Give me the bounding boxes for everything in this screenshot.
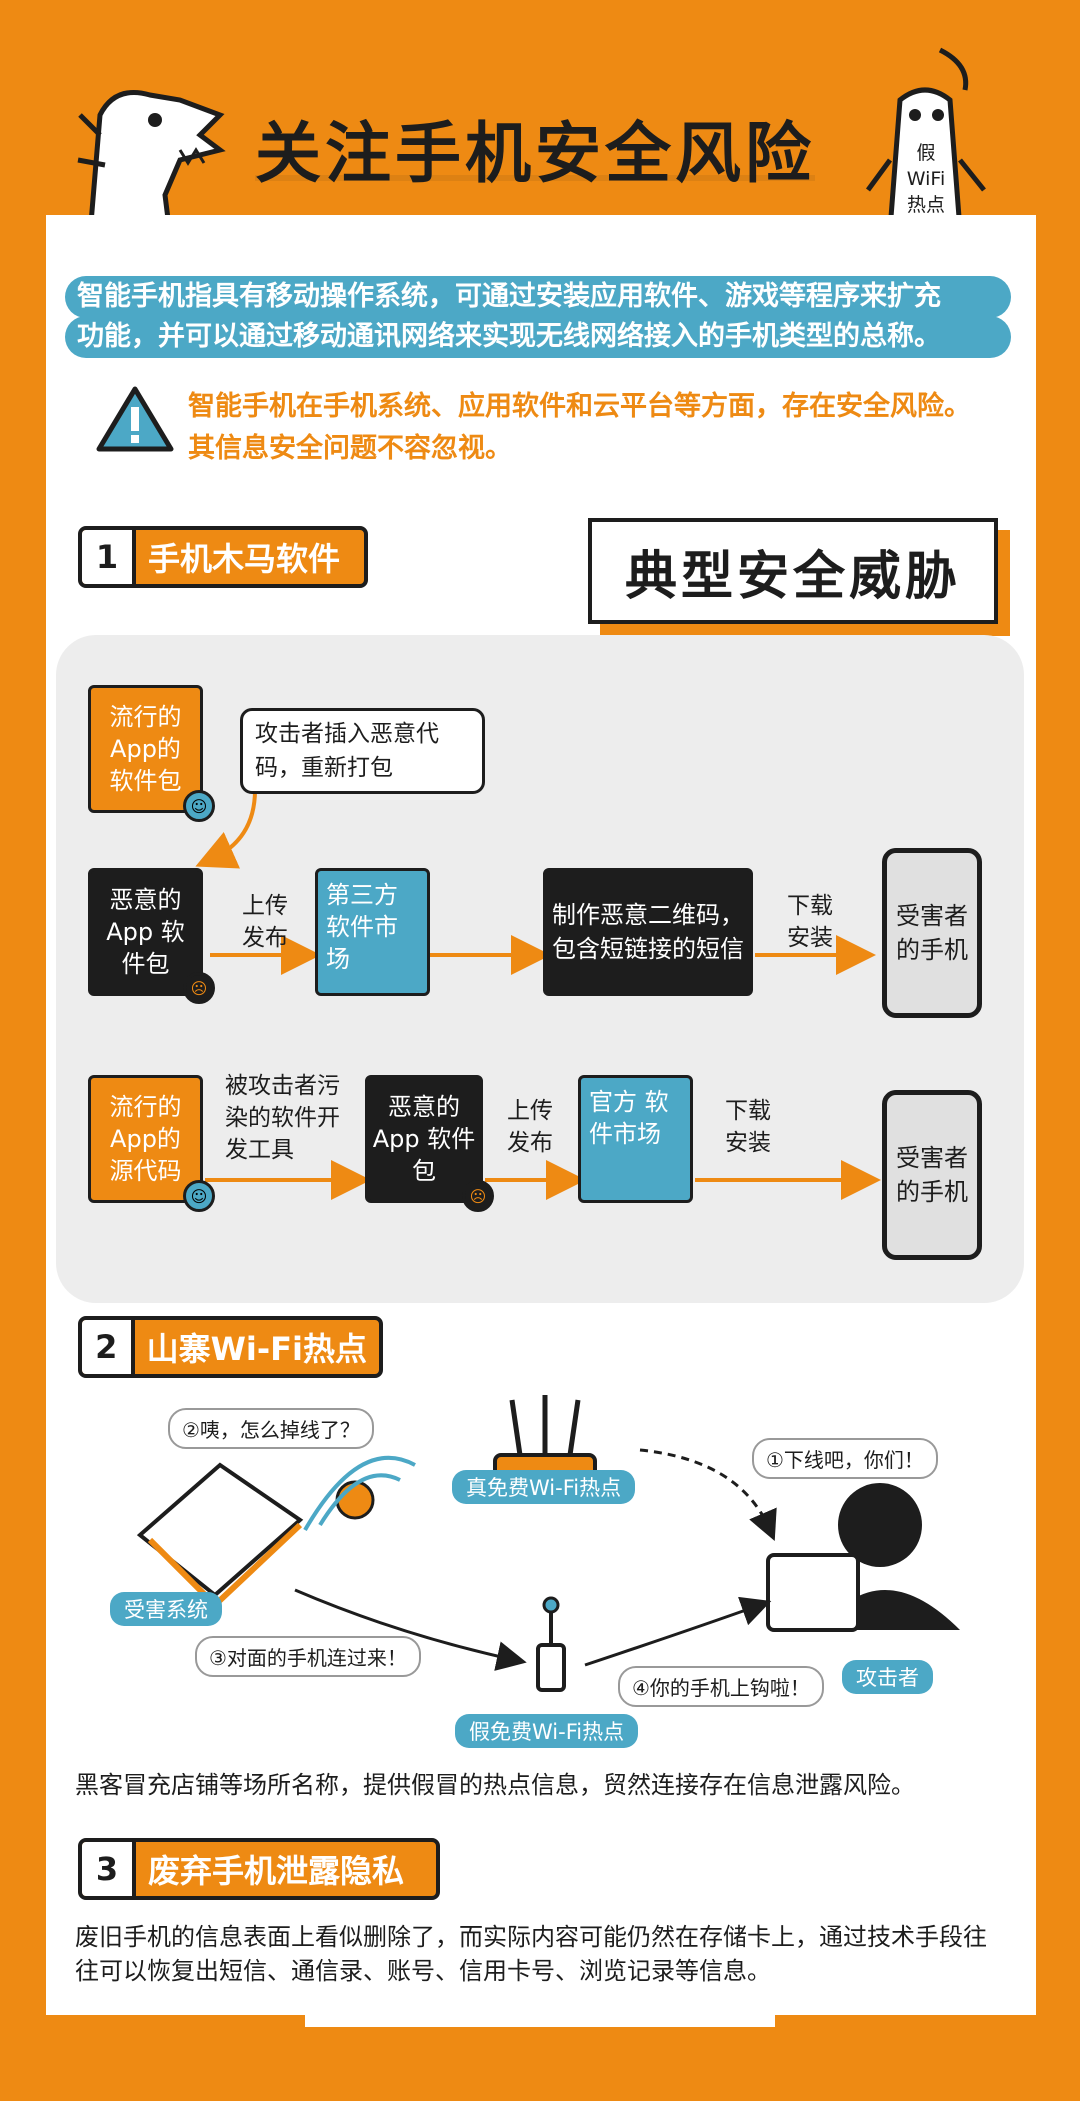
section-3-description: 废旧手机的信息表面上看似删除了，而实际内容可能仍然在存储卡上，通过技术手段往往可… (75, 1923, 987, 1985)
flow-arrows (195, 789, 881, 1200)
warning-line-1: 智能手机在手机系统、应用软件和云平台等方面，存在安全风险。 (188, 391, 971, 422)
fake-wifi-mascot: 假 WiFi 热点 (860, 40, 990, 250)
section-3-label: 废弃手机泄露隐私 (148, 1852, 405, 1890)
intro-line-1: 智能手机指具有移动操作系统，可通过安装应用软件、游戏等程序来扩充 (65, 276, 1011, 318)
section-3-number: 3 (82, 1842, 136, 1896)
victim-system-label: 受害系统 (110, 1592, 222, 1626)
section-2-header: 2 山寨Wi-Fi热点 (78, 1316, 383, 1378)
download-label-2: 下载 安装 (725, 1098, 771, 1156)
polluted-tool-label: 被攻击者污染的软件开发工具 (225, 1073, 340, 1163)
section-3-header: 3 废弃手机泄露隐私 (78, 1838, 440, 1900)
mascot-sign-line3: 热点 (906, 194, 945, 216)
step-3-bubble: ③对面的手机连过来！ (195, 1636, 421, 1677)
download-label-1: 下载 安装 (787, 893, 833, 951)
mascot-sign-line1: 假 (916, 142, 936, 164)
malicious-app-package-2: 恶意的 App 软件包 (365, 1075, 483, 1203)
warning-icon (95, 385, 175, 455)
official-market: 官方 软件市场 (578, 1075, 693, 1203)
section-1-label: 手机木马软件 (148, 540, 341, 578)
fake-hotspot-label: 假免费Wi-Fi热点 (455, 1714, 639, 1748)
victim-bubble: ②咦，怎么掉线了？ (168, 1408, 374, 1449)
smile-face-icon: ☺ (183, 790, 215, 822)
victim-phone-2: 受害者 的手机 (882, 1090, 982, 1260)
evil-face-icon-2: ☹ (462, 1180, 494, 1212)
third-party-market: 第三方 软件市场 (315, 868, 430, 996)
real-hotspot-label: 真免费Wi-Fi热点 (452, 1470, 636, 1504)
section-1-header: 1 手机木马软件 (78, 526, 368, 588)
section-2-number: 2 (82, 1320, 135, 1374)
intro-line-2: 功能，并可以通过移动通讯网络来实现无线网络接入的手机类型的总称。 (65, 316, 1011, 358)
popular-app-source: 流行的 App的 源代码 (88, 1075, 203, 1203)
attacker-speech: 攻击者插入恶意代码，重新打包 (240, 708, 485, 794)
upload-label-2: 上传 发布 (507, 1098, 553, 1156)
mascot-sign-line2: WiFi (906, 168, 946, 190)
title-underline (255, 175, 815, 181)
step-4-bubble: ④你的手机上钩啦！ (618, 1666, 824, 1707)
dragon-mascot-icon (70, 75, 240, 245)
section-1-number: 1 (82, 530, 136, 584)
malicious-qr-sms: 制作恶意二维码，包含短链接的短信 (543, 868, 753, 996)
upload-label-1: 上传 发布 (242, 893, 288, 951)
popular-app-package: 流行的 App的 软件包 (88, 685, 203, 813)
page-title: 关注手机安全风险 (255, 115, 815, 192)
victim-phone-1: 受害者 的手机 (882, 848, 982, 1018)
warning-line-2: 其信息安全问题不容忽视。 (188, 433, 512, 464)
attacker-bubble: ①下线吧，你们！ (752, 1438, 938, 1479)
threat-banner: 典型安全威胁 (588, 518, 998, 624)
malicious-app-package-1: 恶意的 App 软件包 (88, 868, 203, 996)
attacker-label: 攻击者 (842, 1660, 933, 1694)
smile-face-icon-2: ☺ (183, 1180, 215, 1212)
section-2-description: 黑客冒充店铺等场所名称，提供假冒的热点信息，贸然连接存在信息泄露风险。 (75, 1771, 915, 1799)
evil-face-icon: ☹ (183, 972, 215, 1004)
section-2-label: 山寨Wi-Fi热点 (146, 1330, 367, 1368)
bottom-strip (305, 2013, 775, 2027)
